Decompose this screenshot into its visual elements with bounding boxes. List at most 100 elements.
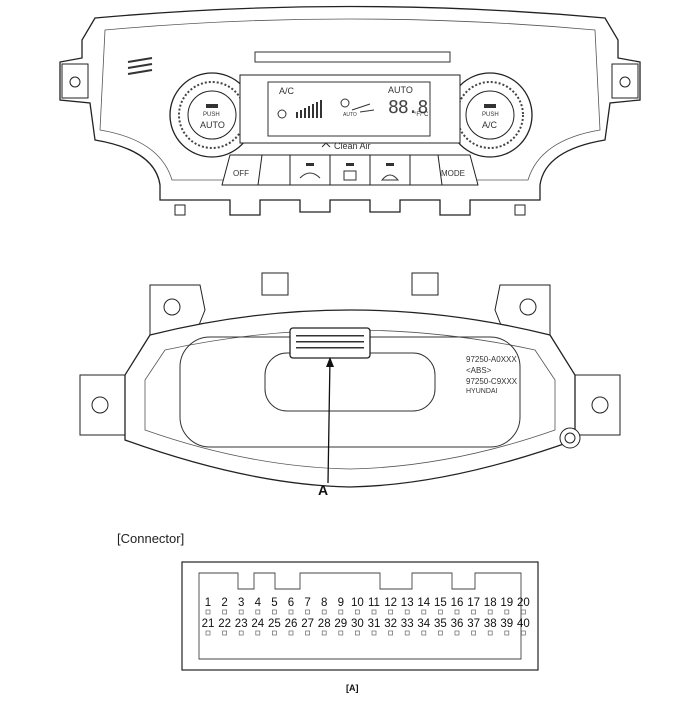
fan-speed-bars (296, 100, 322, 118)
front-bezel-inner (99, 18, 601, 181)
pin-terminal-11 (371, 609, 377, 615)
pin-terminal-20 (521, 609, 526, 615)
pin-terminal-34 (421, 630, 427, 636)
center-strip (254, 51, 451, 63)
lcd-display-screen (267, 81, 431, 137)
pin-label-32: 32 (384, 618, 397, 630)
pin-terminal-16 (454, 609, 460, 615)
pin-label-19: 19 (500, 597, 513, 609)
pin-label-27: 27 (301, 618, 314, 630)
recirculation-icon[interactable] (299, 163, 321, 179)
pin-terminal-33 (404, 630, 410, 636)
pin-label-14: 14 (417, 597, 430, 609)
pin-terminal-28 (321, 630, 327, 636)
lcd-temp-display: 88.8 (388, 97, 428, 118)
pin-label-17: 17 (467, 597, 480, 609)
clean-air-label: Clean Air (334, 141, 371, 151)
pin-terminal-14 (421, 609, 427, 615)
pin-label-25: 25 (268, 618, 281, 630)
sensor-grille (127, 57, 153, 75)
pin-label-37: 37 (467, 618, 480, 630)
connector-keying-profile (198, 572, 522, 660)
pin-label-33: 33 (401, 618, 414, 630)
pin-label-18: 18 (484, 597, 497, 609)
pin-label-30: 30 (351, 618, 364, 630)
pin-label-6: 6 (288, 597, 294, 609)
pin-terminal-21 (205, 630, 211, 636)
button-panel (221, 154, 479, 186)
vent-mode-icon (340, 98, 375, 113)
pin-terminal-40 (521, 630, 526, 636)
pin-terminal-7 (305, 609, 310, 615)
front-control-panel (59, 5, 641, 216)
connector-heading: [Connector] (117, 531, 185, 546)
right-temperature-knob[interactable] (447, 72, 533, 158)
lcd-vent-auto: AUTO (343, 112, 357, 118)
pin-label-7: 7 (304, 597, 310, 609)
lcd-ac-label: A/C (279, 86, 295, 96)
pin-label-11: 11 (368, 597, 380, 609)
pin-label-34: 34 (417, 618, 430, 630)
callout-arrow-head (326, 357, 334, 367)
front-right-screw-hole (619, 76, 631, 88)
pin-label-4: 4 (255, 597, 262, 609)
front-clip-left (174, 204, 186, 216)
rear-housing (79, 272, 621, 488)
pin-terminal-39 (504, 630, 510, 636)
pin-label-23: 23 (235, 618, 248, 630)
off-button[interactable]: OFF (233, 169, 249, 178)
pin-terminal-3 (238, 609, 244, 615)
part-number-4: HYUNDAI (466, 388, 498, 395)
pin-terminal-38 (487, 630, 493, 636)
pin-terminal-1 (205, 609, 211, 615)
mode-button[interactable]: MODE (441, 169, 465, 178)
pin-label-24: 24 (251, 618, 264, 630)
pin-terminal-24 (255, 630, 261, 636)
pin-terminal-9 (338, 609, 344, 615)
callout-label-A: A (318, 482, 329, 498)
part-number-3: 97250-C9XXX (466, 377, 518, 386)
rear-body-outline (124, 309, 576, 488)
pin-terminal-25 (272, 630, 277, 636)
pin-terminal-6 (288, 609, 294, 615)
rear-top-clip-2 (411, 272, 439, 296)
left-knob-push-label: PUSH (203, 112, 220, 118)
pin-label-21: 21 (202, 618, 215, 630)
connector-caption: [A] (346, 683, 359, 693)
pin-label-20: 20 (517, 597, 530, 609)
pin-label-35: 35 (434, 618, 447, 630)
pin-terminal-17 (471, 609, 476, 615)
pin-label-12: 12 (384, 597, 397, 609)
pin-label-22: 22 (218, 618, 231, 630)
pin-label-40: 40 (517, 618, 530, 630)
pin-label-8: 8 (321, 597, 327, 609)
pin-terminal-37 (471, 630, 476, 636)
pin-label-15: 15 (434, 597, 447, 609)
rear-defrost-icon[interactable] (343, 163, 357, 181)
right-knob-push-label: PUSH (482, 112, 499, 118)
front-defrost-icon[interactable] (380, 163, 400, 181)
callout-arrow-line (327, 357, 331, 484)
pin-terminal-10 (355, 609, 360, 615)
front-left-screw-hole (69, 76, 81, 88)
pin-terminal-23 (238, 630, 244, 636)
pin-terminal-4 (255, 609, 261, 615)
pin-terminal-35 (438, 630, 443, 636)
pin-label-16: 16 (451, 597, 464, 609)
pin-terminal-8 (321, 609, 327, 615)
pin-terminal-5 (272, 609, 277, 615)
right-knob-ac-label: A/C (482, 120, 498, 130)
rear-top-clip-1 (261, 272, 289, 296)
fan-icon (277, 109, 287, 119)
pin-terminal-26 (288, 630, 294, 636)
pin-label-13: 13 (401, 597, 414, 609)
pin-label-36: 36 (451, 618, 464, 630)
lcd-temp-unit: °F/°C (414, 112, 429, 118)
front-clip-right (514, 204, 526, 216)
pin-label-26: 26 (285, 618, 298, 630)
pin-terminal-30 (355, 630, 360, 636)
pin-label-3: 3 (238, 597, 244, 609)
pin-terminal-22 (222, 630, 227, 636)
